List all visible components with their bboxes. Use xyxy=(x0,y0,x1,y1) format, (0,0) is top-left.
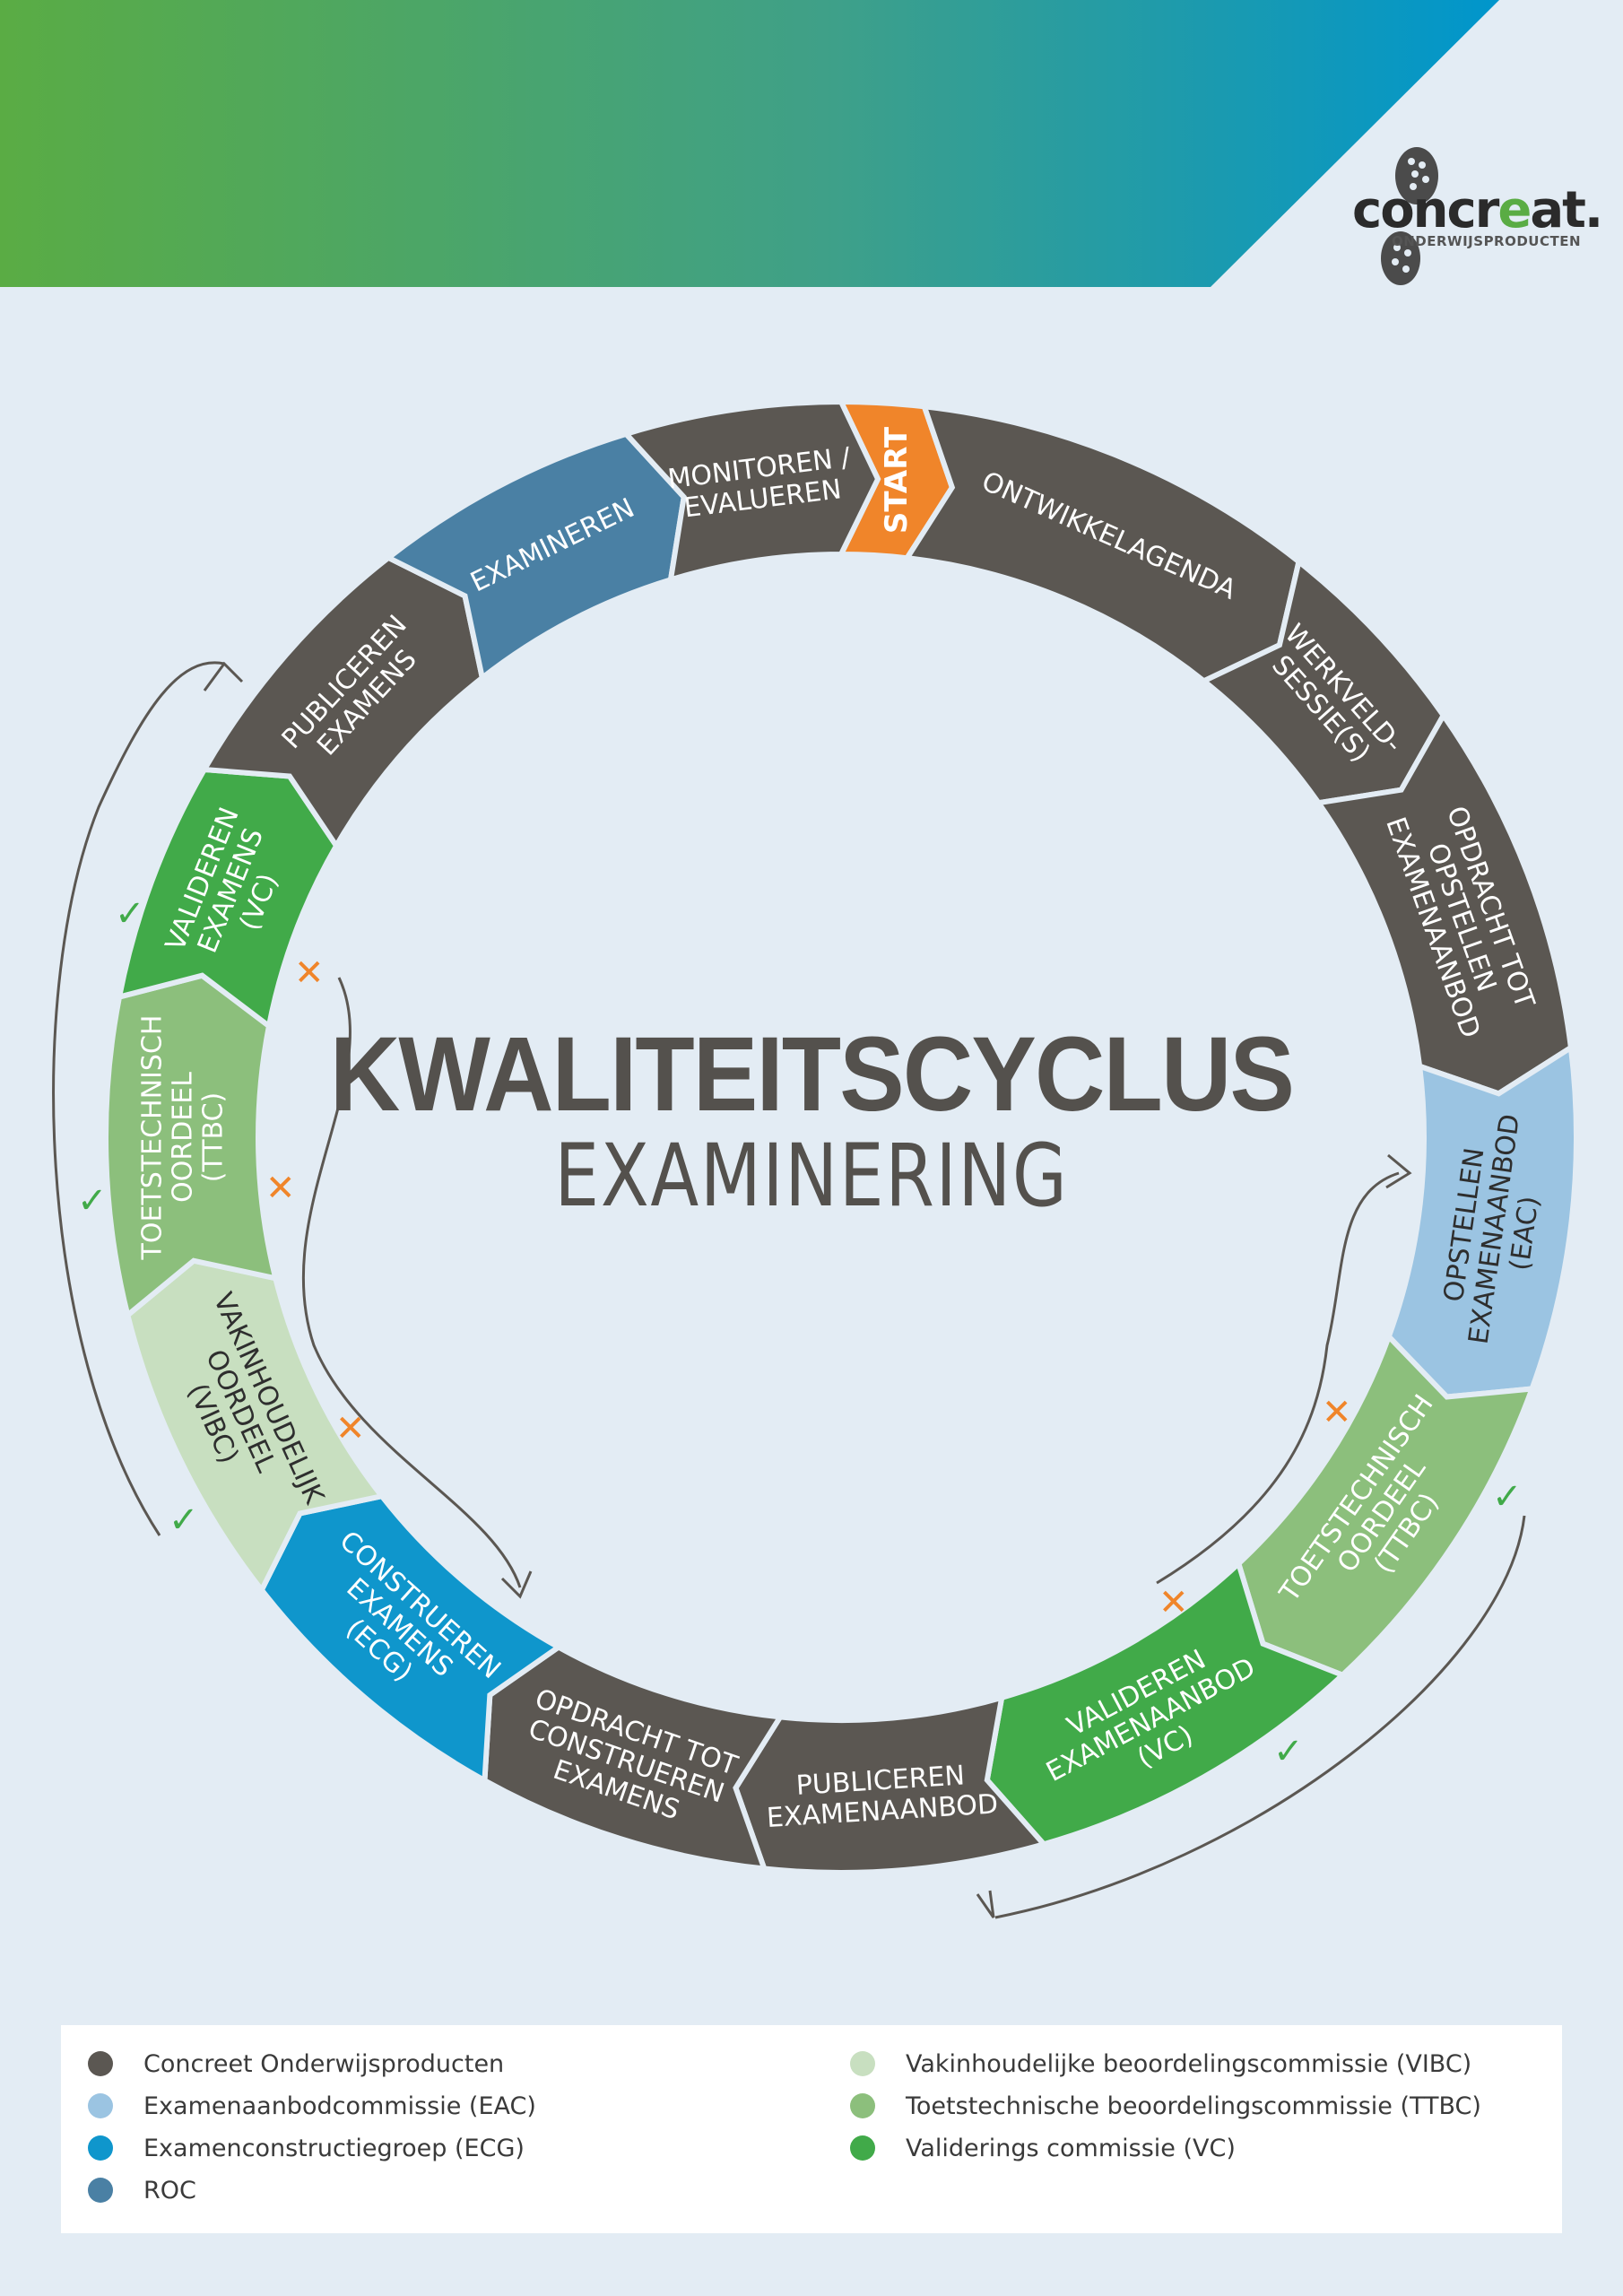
concreat-logo: concreat. ONDERWIJSPRODUCTEN xyxy=(1345,144,1603,296)
arrow-head-left-inner xyxy=(500,1570,533,1599)
arrow-head-right-inner xyxy=(1385,1153,1412,1189)
cross-mark: ✕ xyxy=(1322,1392,1352,1433)
shoe-print-icon xyxy=(1381,147,1438,285)
legend-label: Concreet Onderwijsproducten xyxy=(143,2049,505,2078)
legend-label: Examenaanbodcommissie (EAC) xyxy=(143,2092,536,2120)
check-mark: ✓ xyxy=(115,893,145,935)
logo-subtitle: ONDERWIJSPRODUCTEN xyxy=(1392,233,1582,249)
feedback-arrow-right-inner xyxy=(1156,1171,1400,1585)
arrow-head-left-outer xyxy=(203,661,244,691)
legend-item: Toetstechnische beoordelingscommissie (T… xyxy=(850,2088,1481,2124)
check-mark: ✓ xyxy=(77,1180,108,1222)
check-mark: ✓ xyxy=(169,1500,199,1541)
diagram-title: KWALITEITSCYCLUS xyxy=(329,1015,1295,1134)
cycle-label-line: OORDEEL xyxy=(168,1072,199,1203)
cycle-label-start: START xyxy=(879,426,915,534)
legend-label: Vakinhoudelijke beoordelingscommissie (V… xyxy=(906,2049,1472,2078)
check-mark: ✓ xyxy=(1492,1476,1523,1518)
legend-item: ROC xyxy=(88,2172,196,2208)
legend-color-dot xyxy=(88,2093,113,2118)
cross-mark: ✕ xyxy=(265,1168,296,1209)
legend-color-dot xyxy=(850,2093,875,2118)
cycle-segment-monitoren xyxy=(621,398,881,584)
feedback-arrow-right-outer xyxy=(994,1515,1526,1919)
legend-item: Vakinhoudelijke beoordelingscommissie (V… xyxy=(850,2046,1471,2082)
feedback-arrow-left-inner xyxy=(301,977,522,1588)
header-gradient-band xyxy=(0,0,1499,287)
legend-color-dot xyxy=(88,2135,113,2161)
diagram-subtitle: EXAMINERING xyxy=(554,1126,1069,1226)
legend-label: ROC xyxy=(143,2176,196,2205)
cross-mark: ✕ xyxy=(335,1408,366,1449)
cycle-label-line: START xyxy=(879,426,915,534)
legend-color-dot xyxy=(88,2178,113,2203)
cycle-label-line: TOETSTECHNISCH xyxy=(137,1015,169,1261)
feedback-arrow-left-outer xyxy=(52,661,225,1536)
cross-mark: ✕ xyxy=(294,952,325,994)
logo-wordmark: concreat. xyxy=(1352,181,1603,239)
legend-item: Concreet Onderwijsproducten xyxy=(88,2046,504,2082)
legend-color-dot xyxy=(850,2135,875,2161)
legend-item: Validerings commissie (VC) xyxy=(850,2130,1236,2166)
cycle-label-line: (TTBC) xyxy=(198,1092,230,1183)
check-mark: ✓ xyxy=(1273,1731,1304,1772)
legend-color-dot xyxy=(850,2051,875,2076)
legend-label: Toetstechnische beoordelingscommissie (T… xyxy=(906,2092,1481,2120)
arrow-head-right-outer xyxy=(976,1890,995,1918)
cross-mark: ✕ xyxy=(1159,1582,1189,1623)
legend-item: Examenconstructiegroep (ECG) xyxy=(88,2130,525,2166)
legend-label: Examenconstructiegroep (ECG) xyxy=(143,2134,525,2162)
legend-item: Examenaanbodcommissie (EAC) xyxy=(88,2088,536,2124)
legend-color-dot xyxy=(88,2051,113,2076)
legend-box: Concreet Onderwijsproducten Examenaanbod… xyxy=(61,2025,1562,2233)
legend-label: Validerings commissie (VC) xyxy=(906,2134,1236,2162)
